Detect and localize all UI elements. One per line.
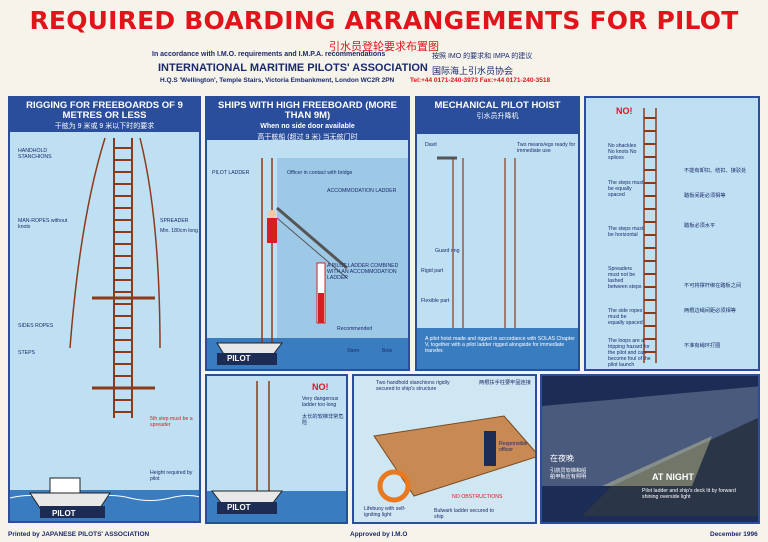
- association-name: INTERNATIONAL MARITIME PILOTS' ASSOCIATI…: [158, 62, 428, 74]
- bulwark-illustration: [373, 415, 535, 503]
- panel-heading-text: RIGGING FOR FREEBOARDS OF 9 METRES OR LE…: [26, 100, 183, 121]
- page-title: REQUIRED BOARDING ARRANGEMENTS FOR PILOT: [29, 6, 739, 35]
- davit-label: Davit: [425, 142, 437, 148]
- panel-mechanical-hoist: MECHANICAL PILOT HOIST 引水员升降机 Davit Two …: [415, 96, 580, 371]
- subtitle-cn: 按照 IMO 的要求和 IMPA 的建议: [432, 53, 533, 60]
- fault-item-cn: 不能有卸扣、结扣、接驳处: [684, 168, 747, 174]
- too-long-cn: 太长的软梯非常危险: [302, 414, 344, 426]
- spreader-label: SPREADER: [160, 218, 189, 224]
- night-cn-text: 引航员软梯和船舶甲板应有照明: [550, 468, 587, 480]
- high-freeboard-illustration: [207, 158, 408, 369]
- fault-item: The side ropes must be equally spaced: [608, 308, 643, 326]
- rigid-label: Rigid part: [421, 268, 444, 274]
- panel-ladder-too-long: NO! Very dangerous ladder too long 太长的软梯…: [205, 374, 348, 524]
- panel-heading-text: SHIPS WITH HIGH FREEBOARD (MORE THAN 9M): [218, 100, 397, 121]
- side-ropes-label: SIDES ROPES: [18, 323, 54, 329]
- bulwark-label: Bulwark ladder secured to ship: [434, 508, 494, 520]
- fault-item-cn: 不准有绳环打圈: [684, 343, 721, 349]
- fifth-step-label: 5th step must be a spreader: [150, 416, 193, 428]
- date: December 1996: [710, 531, 758, 538]
- panel-ladder-faults: NO! No shackles No knots No splices 不能有卸…: [584, 96, 760, 371]
- pilot-boat-label: PILOT: [227, 503, 251, 512]
- fault-item: The steps must be horizontal: [608, 226, 644, 238]
- panel-rigging-freeboards: RIGGING FOR FREEBOARDS OF 9 METRES OR LE…: [8, 96, 201, 523]
- fault-item-cn: 踏板间距必须相等: [684, 193, 726, 199]
- panel-heading: MECHANICAL PILOT HOIST 引水员升降机: [417, 98, 578, 134]
- officer-label: Responsible officer: [499, 441, 528, 453]
- association-name-cn: 国际海上引水员协会: [432, 66, 514, 76]
- subtitle: In accordance with I.M.O. requirements a…: [152, 51, 386, 58]
- panel-heading-cn: 干舷为 9 米或 9 米以下时的要求: [54, 123, 155, 130]
- address: H.Q.S 'Wellington', Temple Stairs, Victo…: [160, 77, 395, 84]
- fault-item: The steps must be equally spaced: [608, 180, 644, 198]
- night-cn-title: 在夜晚: [550, 454, 574, 463]
- pilot-boat-label: PILOT: [52, 509, 76, 518]
- recommended-label: Recommended: [337, 326, 373, 332]
- panel-heading: SHIPS WITH HIGH FREEBOARD (MORE THAN 9M)…: [207, 98, 408, 141]
- stern-label: Stern: [347, 348, 360, 354]
- height-label: Height required by pilot: [150, 470, 193, 482]
- no-label: NO!: [616, 106, 633, 116]
- panel-heading-text: MECHANICAL PILOT HOIST: [434, 100, 561, 111]
- panel-heading-cn: 高干舷船 (超过 9 米) 当无舷门时: [257, 134, 358, 141]
- pilot-boat-label: PILOT: [227, 354, 251, 363]
- spreader-note: Min. 180cm long: [160, 228, 199, 234]
- guard-label: Guard ring: [435, 248, 460, 254]
- no-obstructions-label: NO OBSTRUCTIONS: [452, 494, 503, 500]
- no-label: NO!: [312, 382, 329, 392]
- steps-label: STEPS: [18, 350, 36, 356]
- lifebuoy-label: Lifebuoy with self-igniting light: [364, 506, 406, 518]
- bow-label: Bow: [382, 348, 393, 354]
- panel-high-freeboard: SHIPS WITH HIGH FREEBOARD (MORE THAN 9M)…: [205, 96, 410, 371]
- panel-heading-sub: When no side door available: [260, 123, 355, 130]
- fault-item-cn: 两根边绳间距必须相等: [684, 308, 736, 314]
- two-means-label: Two means/egs ready for immediate use: [517, 142, 576, 154]
- stanchions-cn: 两根扶手柱要牢固连接: [479, 380, 531, 386]
- faulty-ladder-illustration: [643, 108, 657, 363]
- night-ship-illustration: [542, 386, 758, 516]
- fault-item: No shackles No knots No splices: [608, 143, 637, 161]
- at-night-heading: AT NIGHT: [652, 472, 694, 482]
- fault-item: The loops are a tripping hazard for the …: [608, 338, 651, 368]
- ladder-illustration: [10, 137, 199, 521]
- approved-by: Approved by I.M.O: [350, 531, 408, 538]
- pilot-ladder-label: PILOT LADDER: [212, 170, 250, 176]
- man-ropes-label: MAN-ROPES without knots: [18, 218, 68, 230]
- flexible-label: Flexible part: [421, 298, 450, 304]
- at-night-text: Pilot ladder and ship's deck lit by forw…: [642, 488, 736, 500]
- panel-heading: RIGGING FOR FREEBOARDS OF 9 METRES OR LE…: [10, 98, 199, 132]
- handhold-label: HANDHOLD STANCHIONS: [18, 148, 52, 160]
- too-long-label: Very dangerous ladder too long: [302, 396, 339, 408]
- officer-label: Officer in contact with bridge: [287, 170, 353, 176]
- hoist-note: A pilot hoist made and rigged in accorda…: [425, 336, 575, 354]
- combined-label: A PILOT LADDER COMBINED WITH AN ACCOMMOD…: [327, 263, 399, 281]
- stanchions-label: Two handhold stanchions rigidly secured …: [376, 380, 450, 392]
- telephone: Tel:+44 0171-240-3973 Fax:+44 0171-240-3…: [410, 77, 551, 84]
- fault-item-cn: 踏板必须水平: [684, 223, 716, 229]
- panel-bulwark-ladder: Two handhold stanchions rigidly secured …: [352, 374, 537, 524]
- accommodation-label: ACCOMMODATION LADDER: [327, 188, 397, 194]
- long-ladder-illustration: [207, 381, 346, 522]
- hoist-illustration: [417, 156, 578, 369]
- panel-heading-cn: 引水员升降机: [476, 113, 519, 120]
- panel-at-night: 在夜晚 引航员软梯和船舶甲板应有照明 AT NIGHT Pilot ladder…: [540, 374, 760, 524]
- page-title-cn: 引水员登轮要求布置图: [329, 41, 439, 53]
- fault-item: Spreaders must not be lashed between ste…: [608, 266, 642, 290]
- fault-item-cn: 不可将撑杆绑在踏板之间: [684, 283, 742, 289]
- printed-by: Printed by JAPANESE PILOTS' ASSOCIATION: [8, 531, 150, 538]
